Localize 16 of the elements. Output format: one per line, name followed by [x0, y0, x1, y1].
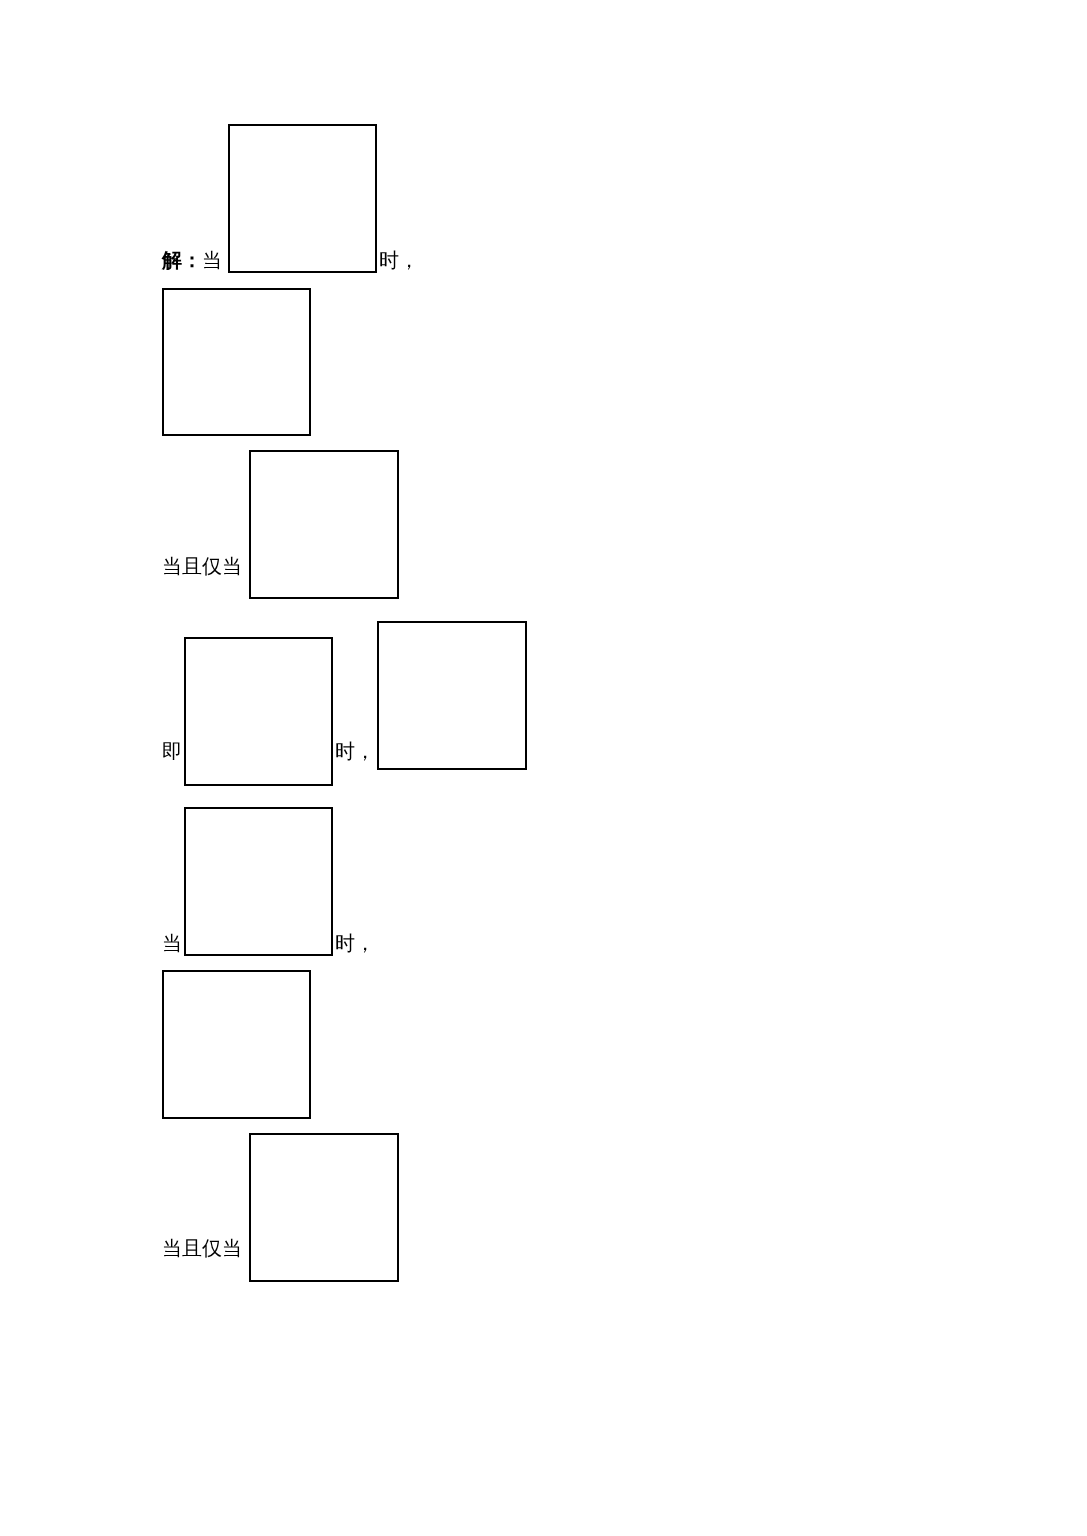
- empty-box: [228, 124, 377, 273]
- text-label: 当且仅当: [162, 554, 242, 578]
- empty-box: [184, 637, 333, 786]
- text-label: 即: [162, 739, 182, 763]
- text-label: 时，: [335, 739, 375, 763]
- text-label: 时，: [335, 931, 375, 955]
- text-label: 当且仅当: [162, 1236, 242, 1260]
- text-label: 当: [162, 931, 182, 955]
- empty-box: [249, 450, 399, 599]
- text-label: 时，: [379, 248, 419, 272]
- empty-box: [249, 1133, 399, 1282]
- empty-box: [162, 970, 311, 1119]
- text-label: 解：当: [162, 248, 222, 272]
- empty-box: [162, 288, 311, 436]
- empty-box: [184, 807, 333, 956]
- empty-box: [377, 621, 527, 770]
